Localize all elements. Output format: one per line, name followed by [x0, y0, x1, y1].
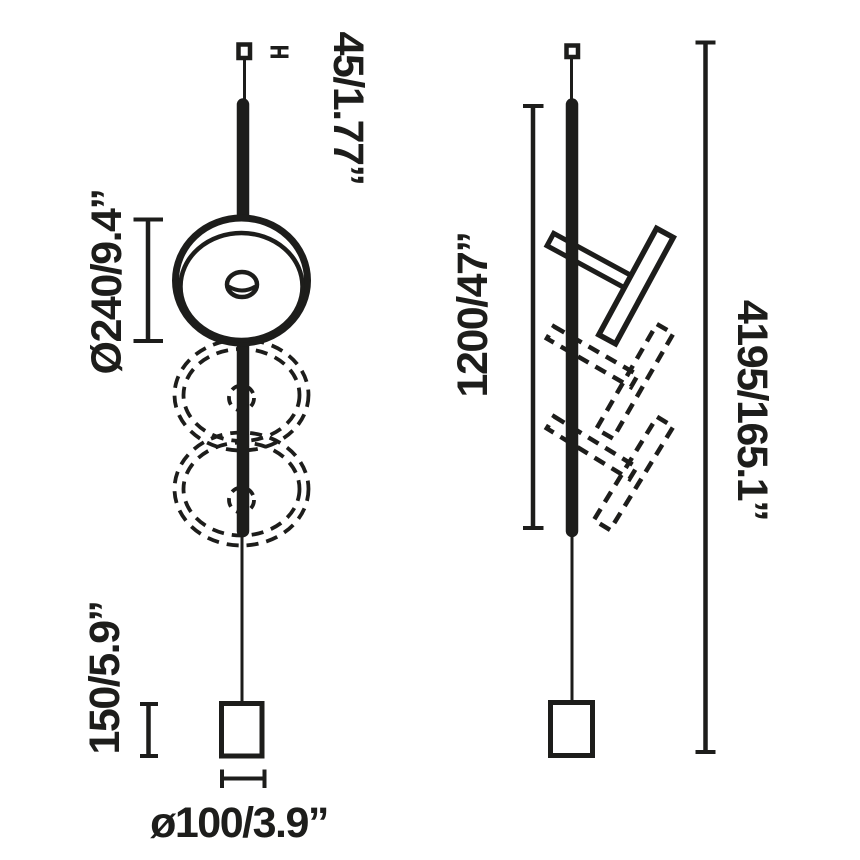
total-height-label: 4195/165.1” [728, 300, 776, 520]
canopy-height-label: 45/1.77” [324, 32, 372, 185]
ceiling-canopy [236, 42, 253, 61]
shade-hole-inner-edge [227, 284, 257, 293]
shade-diameter-label: Ø240/9.4” [83, 190, 131, 375]
side-ceiling-canopy [564, 43, 581, 60]
side-shade-alt-position-2 [543, 413, 677, 534]
alt1-arm-dashed [543, 323, 641, 391]
side-view: 1200/47” 4195/165.1” [449, 40, 776, 758]
counterweight-diameter-label: ø100/3.9” [150, 799, 328, 847]
counterweight-side [548, 700, 595, 758]
counterweight-diameter-dimension: ø100/3.9” [150, 769, 329, 847]
pendant-length-label: 1200/47” [449, 233, 497, 398]
disc-shade [172, 214, 311, 347]
shade-edge [595, 224, 677, 348]
total-height-dimension: 4195/165.1” [695, 40, 776, 754]
canopy-height-dimension: 45/1.77” [270, 32, 372, 185]
pendant-length-dimension: 1200/47” [449, 104, 544, 530]
shade-diameter-dimension: Ø240/9.4” [83, 190, 163, 375]
side-disc-shade [543, 224, 677, 348]
alt2-shade-edge-dashed [590, 413, 677, 534]
counterweight-height-label: 150/5.9” [81, 602, 129, 755]
alt2-arm-dashed [543, 413, 640, 483]
shade-center-hole [224, 269, 260, 300]
counterweight-height-dimension: 150/5.9” [81, 602, 158, 758]
side-shade-alt-position-1 [543, 321, 677, 442]
alt1-shade-edge-dashed [593, 321, 677, 442]
front-view: 45/1.77” Ø240/9.4” 150/5.9” ø100/3.9” [81, 32, 372, 848]
counterweight-front [219, 701, 265, 759]
